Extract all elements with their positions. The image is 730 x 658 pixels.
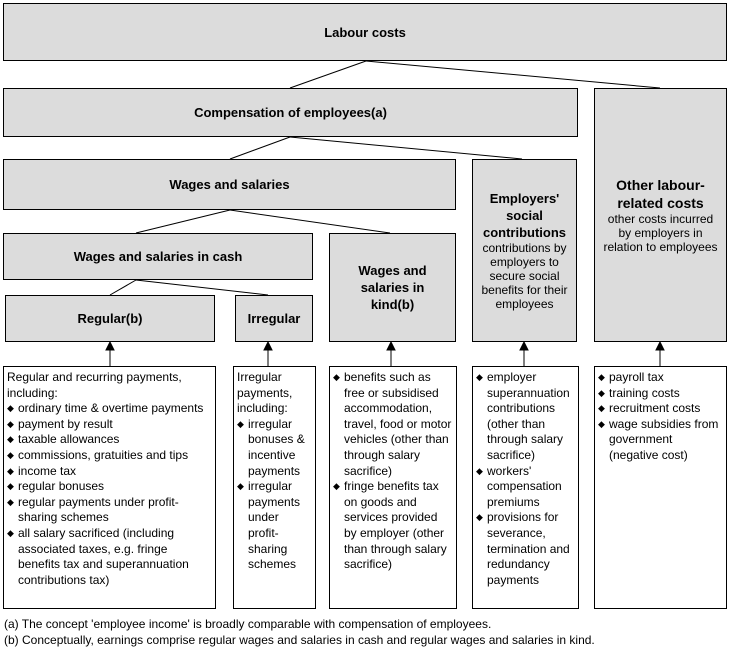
employers-social-box: Employers' social contributions contribu… [472, 159, 577, 342]
compensation-title: Compensation of employees(a) [194, 105, 387, 120]
other-labour-costs-box: Other labour-related costs other costs i… [594, 88, 727, 342]
list-item: provisions for severance, termination an… [476, 510, 575, 588]
compensation-box: Compensation of employees(a) [3, 88, 578, 137]
arrowhead-kind [386, 340, 396, 351]
employers-social-title: Employers' social contributions [482, 191, 567, 240]
other-labour-costs-desc: other costs incurred by employers in rel… [603, 212, 718, 254]
list-item: benefits such as free or subsidised acco… [333, 370, 453, 479]
footnote-a: (a) The concept 'employee income' is bro… [4, 617, 492, 631]
footnote-b: (b) Conceptually, earnings comprise regu… [4, 633, 595, 647]
list-item: recruitment costs [598, 401, 723, 417]
labour-costs-box: Labour costs [3, 3, 727, 61]
list-item: all salary sacrificed (including associa… [7, 526, 212, 588]
wages-cash-box: Wages and salaries in cash [3, 233, 313, 280]
connector-cash-regular [109, 279, 137, 296]
list-item: wage subsidies from government (negative… [598, 417, 723, 464]
irregular-details-intro: Irregular payments, including: [237, 370, 293, 416]
list-item: fringe benefits tax on goods and service… [333, 479, 453, 573]
list-item: workers' compensation premiums [476, 464, 575, 511]
social-details: employer superannuation contributions (o… [472, 366, 579, 609]
list-item: employer superannuation contributions (o… [476, 370, 575, 464]
list-item: irregular bonuses & incentive payments [237, 417, 312, 479]
other-details: payroll tax training costs recruitment c… [594, 366, 727, 609]
regular-box: Regular(b) [5, 295, 215, 342]
list-item: commissions, gratuities and tips [7, 448, 212, 464]
wages-kind-box: Wages and salaries in kind(b) [329, 233, 456, 342]
regular-details-intro: Regular and recurring payments, includin… [7, 370, 182, 400]
arrowhead-regular [105, 340, 115, 351]
list-item: payment by result [7, 417, 212, 433]
irregular-details: Irregular payments, including: irregular… [233, 366, 316, 609]
connector-compensation-social [289, 136, 523, 160]
list-item: regular payments under profit-sharing sc… [7, 495, 212, 526]
connector-wages-cash [135, 209, 231, 234]
list-item: ordinary time & overtime payments [7, 401, 212, 417]
irregular-box: Irregular [235, 295, 313, 342]
employers-social-desc: contributions by employers to secure soc… [481, 241, 568, 311]
arrowhead-irregular [263, 340, 273, 351]
wages-cash-title: Wages and salaries in cash [73, 249, 243, 264]
regular-details: Regular and recurring payments, includin… [3, 366, 216, 609]
regular-title: Regular(b) [77, 311, 143, 326]
connector-wages-kind [229, 209, 391, 234]
arrowhead-other [655, 340, 665, 351]
wages-salaries-title: Wages and salaries [169, 177, 290, 192]
list-item: payroll tax [598, 370, 723, 386]
connector-labour-other [365, 60, 661, 89]
wages-kind-title: Wages and salaries in kind(b) [358, 263, 427, 312]
irregular-title: Irregular [247, 311, 301, 326]
arrowhead-social [519, 340, 529, 351]
other-labour-costs-title: Other labour-related costs [616, 177, 705, 211]
wages-salaries-box: Wages and salaries [3, 159, 456, 210]
list-item: irregular payments under profit-sharing … [237, 479, 312, 573]
labour-costs-title: Labour costs [324, 24, 406, 40]
list-item: regular bonuses [7, 479, 212, 495]
connector-compensation-wages [229, 136, 291, 160]
connector-labour-compensation [289, 60, 367, 89]
list-item: training costs [598, 386, 723, 402]
list-item: taxable allowances [7, 432, 212, 448]
connector-cash-irregular [135, 279, 269, 296]
kind-details: benefits such as free or subsidised acco… [329, 366, 457, 609]
list-item: income tax [7, 464, 212, 480]
